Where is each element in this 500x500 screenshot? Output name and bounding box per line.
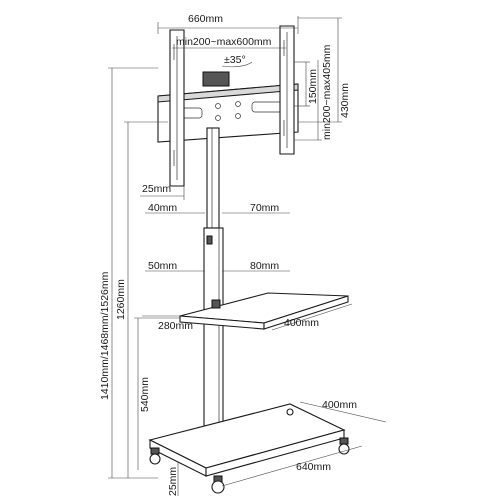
label-tray-top-left: 40mm [148,202,177,214]
label-total-height: 1410mm/1468mm/1526mm [99,271,111,400]
label-tray-top-right: 70mm [250,202,279,214]
caster-wheel-right [338,437,350,455]
dimension-lines [108,16,387,496]
label-base-depth: 400mm [322,399,357,411]
label-base-width: 640mm [296,461,331,473]
label-shelf-height: 540mm [139,377,151,412]
label-tray-low-left: 50mm [148,260,177,272]
tv-bracket [157,25,299,187]
caster-wheel-back [286,408,294,416]
stand-base [148,403,350,494]
label-vesa-vertical-top: 150mm [307,69,319,104]
glass-shelf [179,292,349,330]
label-vesa-vertical: min200~max405mm [321,44,333,140]
label-vesa-horizontal: min200~max600mm [176,36,272,48]
label-shelf-width: 400mm [284,317,319,329]
caster-wheel-front-left [149,447,161,465]
label-base-height: 25mm [167,467,179,496]
label-arm-offset: 25mm [142,183,171,195]
label-tilt: ±35° [224,54,246,66]
label-shelf-depth: 280mm [158,320,193,332]
caster-wheel-front [211,475,225,494]
label-bracket-height: 430mm [339,83,351,118]
stand-column [203,127,224,435]
label-bracket-width: 660mm [188,13,223,25]
label-column-height: 1260mm [115,279,127,320]
label-tray-low-right: 80mm [250,260,279,272]
